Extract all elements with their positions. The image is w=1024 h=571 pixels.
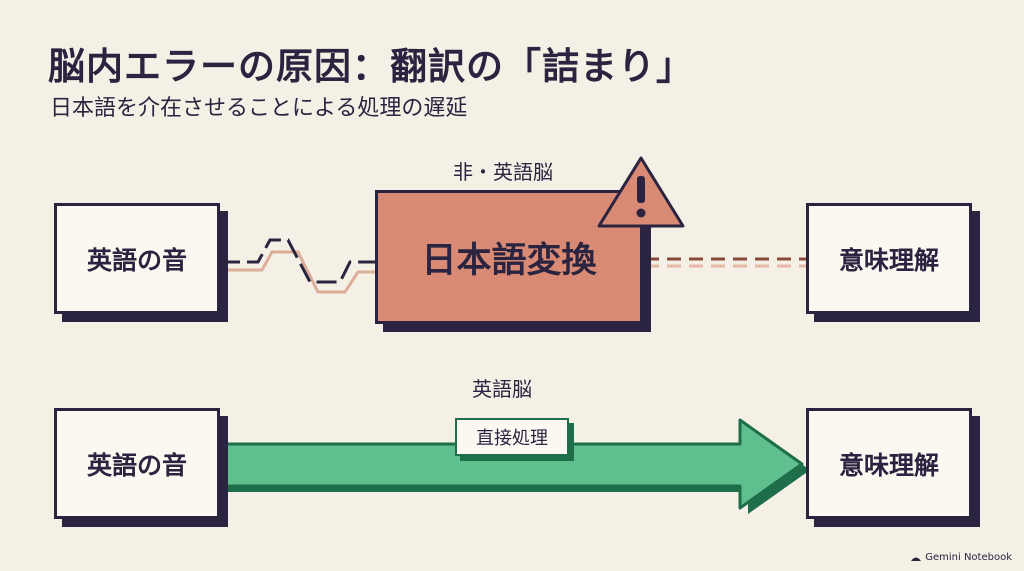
source-box-top: 英語の音 xyxy=(54,203,220,314)
japanese-conversion-block: 日本語変換 xyxy=(375,190,643,324)
target-box-bottom: 意味理解 xyxy=(806,408,972,519)
footer-watermark: Gemini Notebook xyxy=(910,552,1012,563)
zigzag-connector-shadow xyxy=(220,250,375,294)
notebook-logo-icon xyxy=(911,557,922,561)
english-brain-label: 英語脳 xyxy=(472,377,532,401)
page-title: 脳内エラーの原因：翻訳の「詰まり」 xyxy=(48,45,694,88)
direct-arrow xyxy=(216,418,804,510)
zigzag-connector xyxy=(220,238,375,284)
footer-text: Gemini Notebook xyxy=(925,552,1012,563)
non-english-brain-label: 非・英語脳 xyxy=(453,160,553,184)
page-subtitle: 日本語を介在させることによる処理の遅延 xyxy=(50,96,468,121)
source-box-bottom: 英語の音 xyxy=(54,408,220,519)
direct-processing-tag: 直接処理 xyxy=(455,418,569,456)
target-box-top: 意味理解 xyxy=(806,203,972,314)
